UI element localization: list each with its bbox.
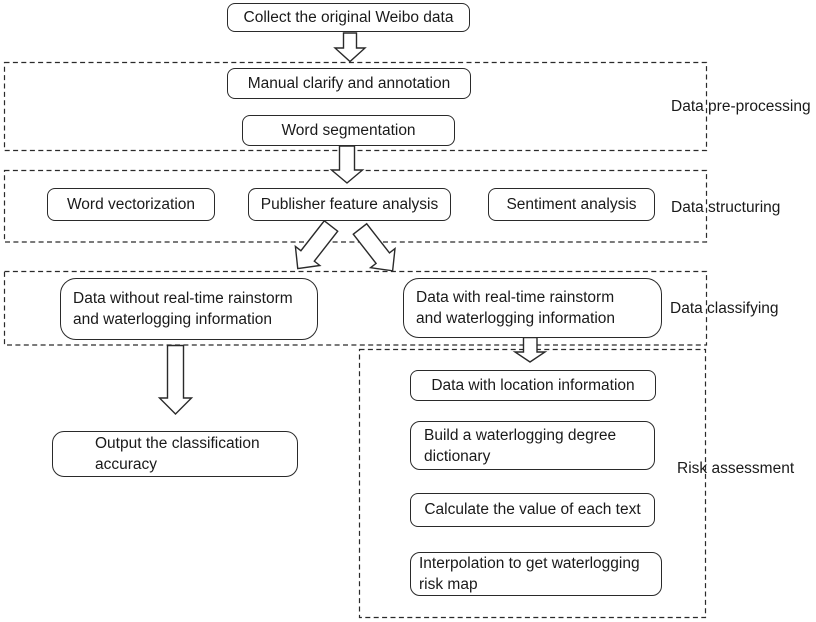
region-label-structuring: Data structuring (671, 199, 781, 216)
node-data-without-rainstorm: Data without real-time rainstorm and wat… (60, 278, 318, 340)
diagonal-right-arrow-icon (352, 222, 396, 272)
down-arrow-icon (333, 32, 367, 63)
node-label-line2: dictionary (424, 447, 491, 465)
node-collect-weibo-data: Collect the original Weibo data (227, 3, 470, 32)
down-arrow-icon (329, 145, 365, 184)
node-word-vectorization: Word vectorization (47, 188, 215, 221)
node-label-line2: risk map (419, 576, 478, 593)
node-label: Publisher feature analysis (260, 195, 439, 213)
node-label-line2: and waterlogging information (73, 311, 273, 328)
down-arrow-icon (512, 336, 548, 363)
region-classifying-outline (3, 270, 708, 346)
node-label: Calculate the value of each text (424, 501, 641, 518)
node-label-line2: and waterlogging information (416, 310, 616, 327)
node-label: Collect the original Weibo data (243, 8, 454, 26)
down-arrow-icon (157, 344, 194, 415)
region-label-risk-assessment: Risk assessment (677, 460, 795, 477)
node-label-line1: Data without real-time rainstorm (73, 290, 293, 307)
node-label: Sentiment analysis (506, 195, 637, 213)
node-data-with-location: Data with location information (410, 370, 656, 401)
node-sentiment-analysis: Sentiment analysis (488, 188, 655, 221)
node-calculate-text-value: Calculate the value of each text (410, 493, 655, 527)
node-label-line1: Build a waterlogging degree (424, 426, 617, 444)
node-label-line1: Data with real-time rainstorm (416, 289, 615, 306)
node-label-line2: accuracy (95, 456, 158, 473)
node-build-waterlogging-dictionary: Build a waterlogging degree dictionary (410, 421, 655, 470)
diagonal-left-arrow-icon (294, 219, 339, 270)
node-label: Word segmentation (281, 121, 416, 139)
node-word-segmentation: Word segmentation (242, 115, 455, 146)
node-label: Data with location information (431, 376, 635, 394)
node-manual-clarify-annotation: Manual clarify and annotation (227, 68, 471, 99)
node-label: Manual clarify and annotation (247, 74, 451, 92)
region-label-classifying: Data classifying (670, 300, 779, 317)
region-label-pre-processing: Data pre-processing (671, 98, 811, 115)
node-interpolation-risk-map: Interpolation to get waterlogging risk m… (410, 552, 662, 596)
node-label-line1: Output the classification (95, 435, 260, 452)
node-output-classification-accuracy: Output the classification accuracy (52, 431, 298, 477)
node-data-with-rainstorm: Data with real-time rainstorm and waterl… (403, 278, 662, 338)
node-label-line1: Interpolation to get waterlogging (419, 555, 640, 572)
node-publisher-feature-analysis: Publisher feature analysis (248, 188, 451, 221)
node-label: Word vectorization (66, 195, 196, 213)
